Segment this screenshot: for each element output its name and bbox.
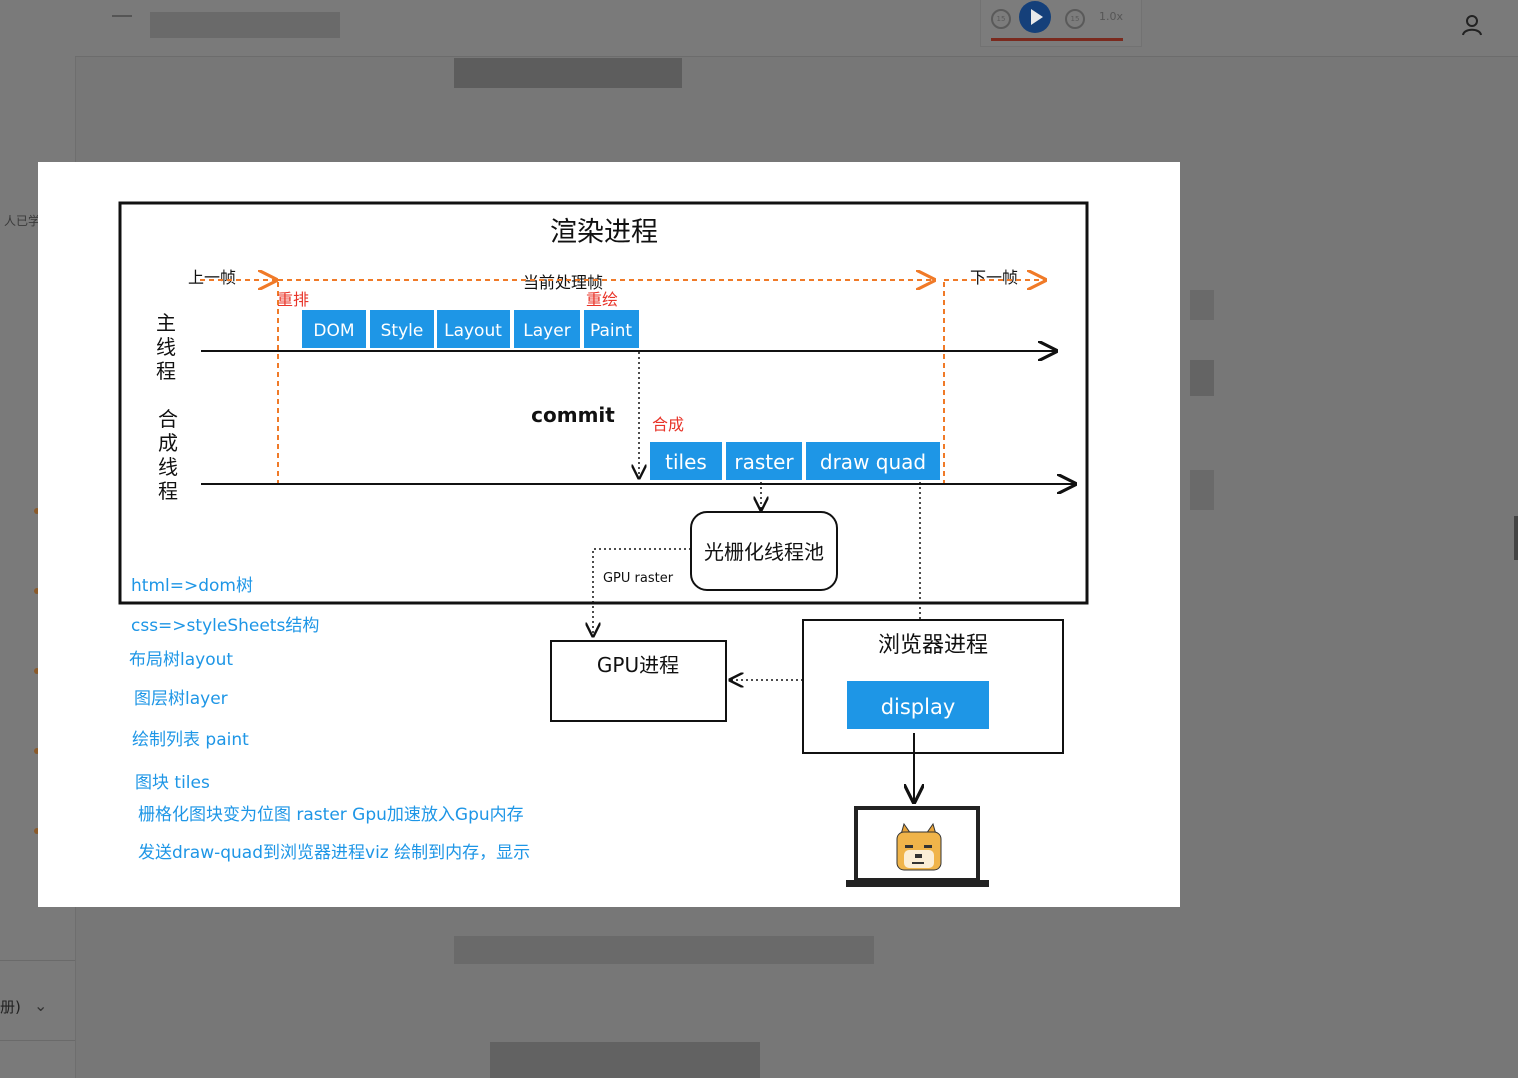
sidebar-divider [0, 1040, 75, 1041]
main-thread-char: 主 [156, 311, 176, 335]
commit-label: commit [531, 403, 615, 427]
sidebar-section-label[interactable]: 册) [0, 998, 21, 1016]
note-line: 布局树layout [129, 650, 234, 670]
gpu-process-label: GPU进程 [597, 653, 679, 677]
rewind-15-icon[interactable]: 15 [991, 9, 1011, 29]
stage-tiles-label: tiles [665, 450, 707, 474]
compositor-thread-char: 成 [158, 431, 178, 455]
progress-dot [34, 748, 40, 754]
stage-tiles-box [650, 442, 722, 480]
stage-raster-box [726, 442, 802, 480]
renderer-process-frame [118, 201, 1089, 605]
blurred-heading [454, 58, 682, 88]
stage-layout-box [437, 310, 510, 348]
audio-player: 15 15 1.0x [980, 0, 1142, 47]
raster-thread-pool-box [690, 511, 838, 591]
progress-dot [34, 828, 40, 834]
playback-speed[interactable]: 1.0x [1099, 10, 1124, 23]
repaint-label: 重绘 [586, 290, 618, 309]
blurred-paragraph [490, 1042, 760, 1078]
blurred-content [1190, 290, 1214, 320]
stage-draw-quad-label: draw quad [820, 450, 926, 474]
blurred-content [1190, 470, 1214, 510]
blurred-content [1190, 360, 1214, 396]
note-line: 绘制列表 paint [132, 730, 249, 750]
current-frame-label: 当前处理帧 [523, 273, 603, 292]
gpu-raster-arrow [593, 548, 691, 636]
blurred-title [150, 12, 340, 38]
compositor-thread-char: 合 [158, 407, 178, 431]
renderer-process-title: 渲染进程 [550, 217, 658, 248]
main-thread-char: 线 [156, 335, 176, 359]
compositor-thread-char: 线 [158, 455, 178, 479]
compositor-thread-char: 程 [158, 479, 178, 503]
play-icon[interactable] [1019, 1, 1051, 33]
next-frame-label: 下一帧 [970, 268, 1018, 287]
raster-thread-pool-label: 光栅化线程池 [704, 540, 824, 564]
stage-layer-box [514, 310, 580, 348]
gpu-process-box [550, 640, 727, 722]
stage-draw-quad-box [806, 442, 940, 480]
stage-style-box [370, 310, 434, 348]
progress-dot [34, 588, 40, 594]
display-label: display [881, 695, 956, 719]
display-box [847, 681, 989, 729]
composite-label: 合成 [652, 415, 684, 434]
doge-face-icon [896, 822, 942, 871]
sidebar-divider [0, 960, 75, 961]
stage-style-label: Style [381, 321, 424, 341]
stage-layer-label: Layer [523, 321, 570, 341]
stage-raster-label: raster [734, 450, 794, 474]
menu-icon[interactable] [112, 15, 132, 17]
reflow-label: 重排 [277, 290, 309, 309]
blurred-paragraph [454, 936, 874, 964]
scrollbar-thumb[interactable] [1514, 516, 1518, 560]
sidebar-learners-text: 人已学 [4, 214, 41, 228]
note-line: html=>dom树 [131, 576, 253, 596]
main-thread-char: 程 [156, 359, 176, 383]
progress-dot [34, 508, 40, 514]
progress-dot [34, 668, 40, 674]
gpu-raster-label: GPU raster [603, 571, 674, 586]
browser-process-label: 浏览器进程 [878, 633, 988, 658]
note-line: css=>styleSheets结构 [131, 616, 320, 636]
stage-layout-label: Layout [444, 321, 502, 341]
stage-paint-box [584, 310, 639, 348]
rendering-pipeline-diagram: 渲染进程 上一帧 当前处理帧 下一帧 重排 重绘 合成 主 线 程 合 成 线 … [118, 201, 1089, 887]
audio-progress-bar[interactable] [991, 38, 1123, 41]
stage-dom-box [302, 310, 366, 348]
note-line: 发送draw-quad到浏览器进程viz 绘制到内存，显示 [138, 843, 531, 863]
chevron-down-icon[interactable]: ⌄ [34, 996, 48, 1015]
forward-15-icon[interactable]: 15 [1065, 9, 1085, 29]
prev-frame-label: 上一帧 [188, 268, 236, 287]
note-line: 栅格化图块变为位图 raster Gpu加速放入Gpu内存 [138, 805, 524, 825]
stage-paint-label: Paint [590, 321, 632, 341]
user-icon[interactable] [1462, 14, 1482, 36]
note-line: 图层树layer [134, 689, 228, 709]
image-preview-modal: 渲染进程 上一帧 当前处理帧 下一帧 重排 重绘 合成 主 线 程 合 成 线 … [38, 162, 1180, 907]
stage-dom-label: DOM [313, 321, 354, 341]
note-line: 图块 tiles [135, 773, 210, 793]
